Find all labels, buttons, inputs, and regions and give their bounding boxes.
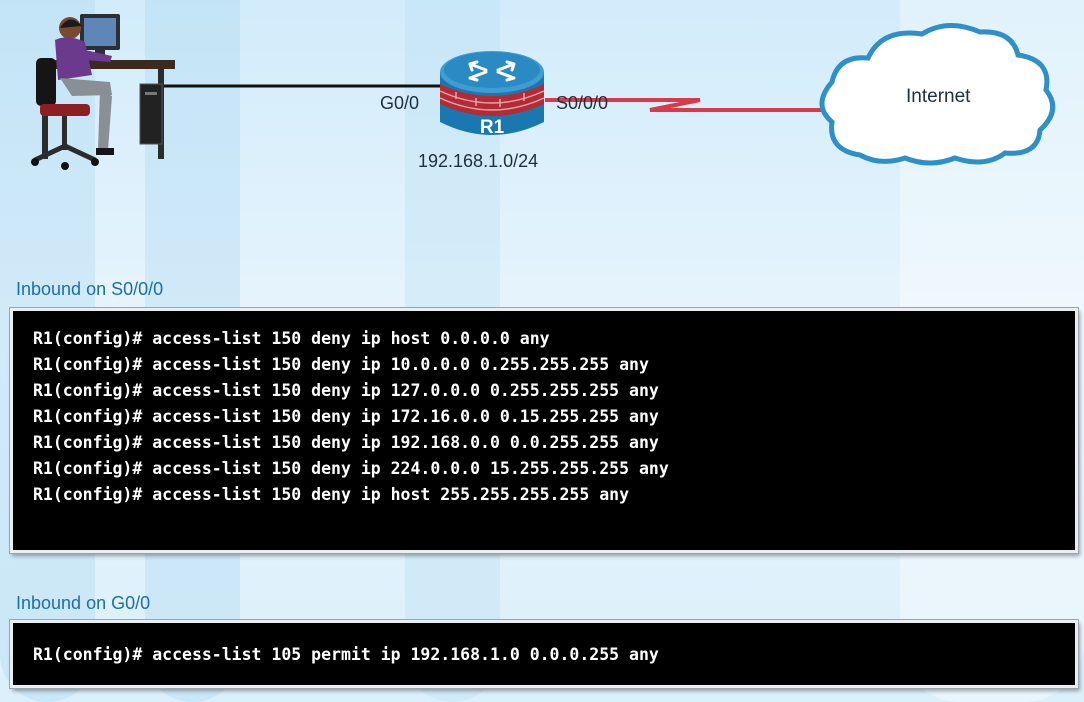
interface-s0-label: S0/0/0 [556, 93, 609, 113]
command-line: R1(config)# access-list 150 deny ip 10.0… [33, 355, 649, 374]
wan-serial-link [545, 98, 830, 112]
console-s0: R1(config)# access-list 150 deny ip host… [10, 308, 1078, 553]
command-line: R1(config)# access-list 105 permit ip 19… [33, 645, 659, 664]
command-line: R1(config)# access-list 150 deny ip 224.… [33, 459, 669, 478]
cloud-icon [819, 23, 1056, 166]
lan-network-label: 192.168.1.0/24 [418, 151, 539, 171]
router-firewall-icon: R1 [439, 51, 545, 138]
command-line: R1(config)# access-list 150 deny ip host… [33, 329, 550, 348]
command-line: R1(config)# access-list 150 deny ip host… [33, 485, 630, 504]
network-topology: R1 G0/0 S0/0/0 192.168.1.0/24 Internet [0, 0, 1084, 200]
topology-drawing: R1 [31, 14, 1056, 170]
internet-label: Internet [906, 86, 971, 107]
command-line: R1(config)# access-list 150 deny ip 172.… [33, 407, 659, 426]
command-line: R1(config)# access-list 150 deny ip 192.… [33, 433, 659, 452]
router-label: R1 [480, 117, 505, 138]
command-line: R1(config)# access-list 150 deny ip 127.… [33, 381, 659, 400]
console-g0: R1(config)# access-list 105 permit ip 19… [10, 620, 1078, 688]
workstation-icon [31, 14, 175, 170]
interface-g0-label: G0/0 [380, 93, 420, 113]
section-title-s0: Inbound on S0/0/0 [16, 279, 164, 299]
section-title-g0: Inbound on G0/0 [16, 593, 151, 613]
